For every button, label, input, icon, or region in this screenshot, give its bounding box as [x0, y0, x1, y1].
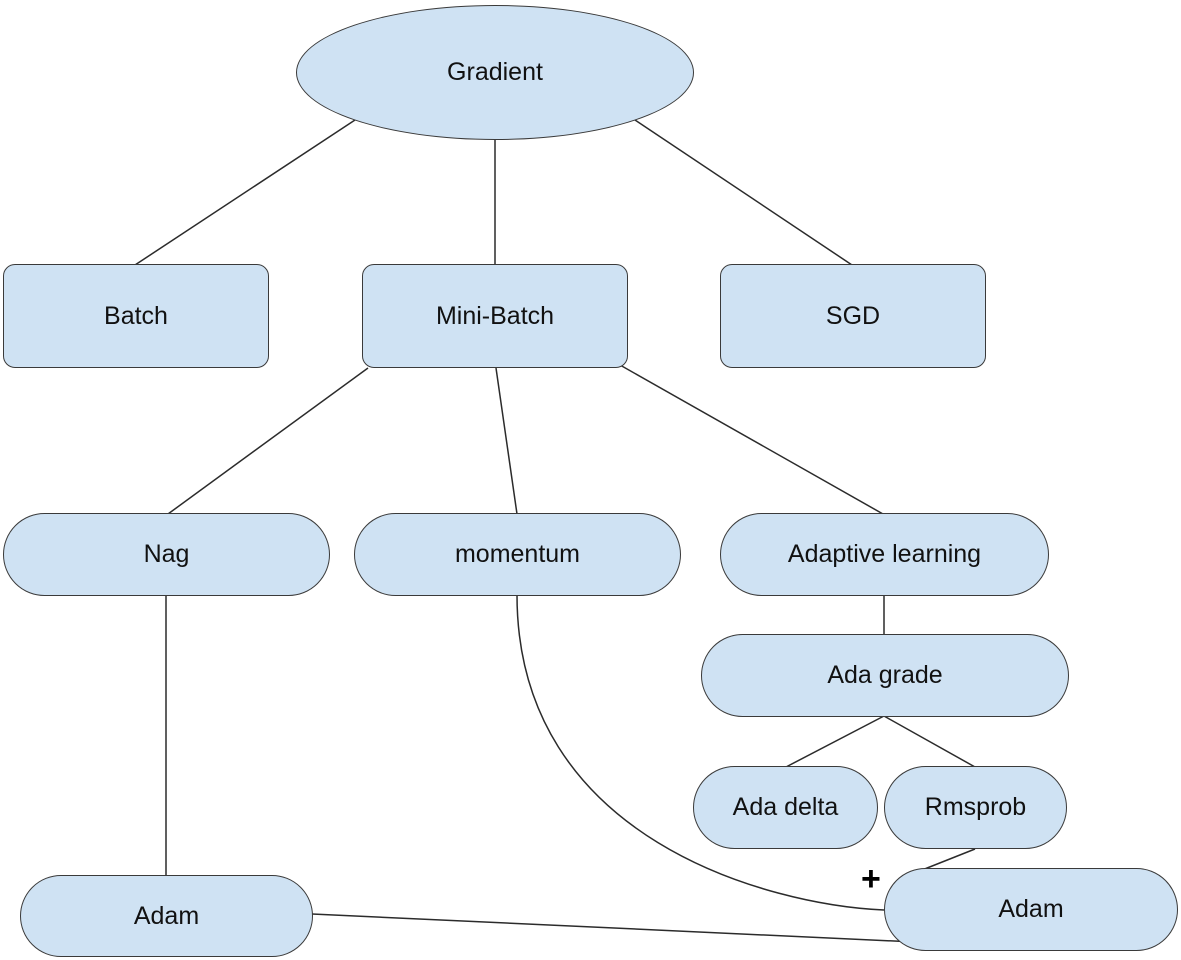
edge-adagrade-rmsprob — [883, 715, 976, 768]
edge-minibatch-adaptive — [619, 364, 884, 515]
node-rmsprob[interactable]: Rmsprob — [884, 766, 1067, 849]
node-mini-batch[interactable]: Mini-Batch — [362, 264, 628, 368]
node-ada-grade[interactable]: Ada grade — [701, 634, 1069, 717]
edge-momentum-adam — [516, 594, 885, 911]
node-gradient[interactable]: Gradient — [296, 5, 694, 140]
node-batch-label: Batch — [104, 301, 168, 330]
node-batch[interactable]: Batch — [3, 264, 269, 368]
node-ada-grade-label: Ada grade — [827, 661, 943, 689]
edge-adam-adam — [311, 913, 916, 943]
plus-icon: + — [861, 860, 881, 898]
node-sgd[interactable]: SGD — [720, 264, 986, 368]
node-adam-left[interactable]: Adam — [20, 875, 313, 957]
edge-gradient-sgd — [634, 119, 853, 266]
edge-adagrade-adadelta — [785, 715, 885, 768]
edge-minibatch-nag — [167, 367, 369, 515]
node-nag[interactable]: Nag — [3, 513, 330, 596]
node-momentum[interactable]: momentum — [354, 513, 681, 596]
node-gradient-label: Gradient — [447, 58, 543, 86]
edge-minibatch-momentum — [495, 367, 518, 515]
node-adam-right-label: Adam — [998, 895, 1064, 923]
node-sgd-label: SGD — [825, 301, 881, 330]
edge-gradient-batch — [134, 119, 356, 266]
node-momentum-label: momentum — [454, 540, 581, 568]
node-ada-delta-label: Ada delta — [732, 793, 839, 821]
node-adaptive-learning[interactable]: Adaptive learning — [720, 513, 1049, 596]
node-ada-delta[interactable]: Ada delta — [693, 766, 878, 849]
node-adaptive-learning-label: Adaptive learning — [787, 540, 982, 568]
node-nag-label: Nag — [143, 540, 190, 568]
node-adam-right[interactable]: Adam — [884, 868, 1178, 951]
node-rmsprob-label: Rmsprob — [924, 793, 1027, 821]
node-mini-batch-label: Mini-Batch — [435, 301, 555, 330]
node-adam-left-label: Adam — [133, 901, 200, 930]
